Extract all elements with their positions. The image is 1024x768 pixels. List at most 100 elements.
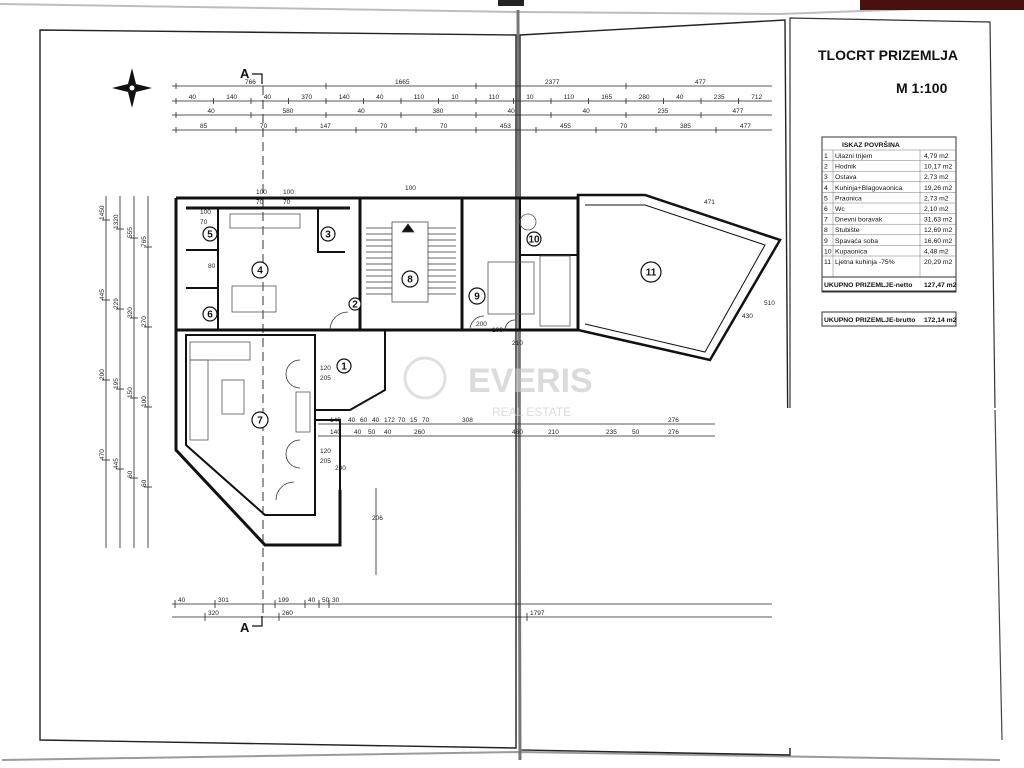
dimension-label: 210: [512, 340, 523, 347]
dimension-label: 100: [405, 185, 416, 192]
area-row-name: Kuhinja+Blagovaonica: [835, 185, 903, 192]
dimension-label: 445: [99, 289, 106, 300]
area-row-name: Praonica: [835, 195, 862, 202]
dimension-label: 765: [141, 236, 148, 247]
dimension-label: 712: [751, 94, 762, 101]
dimension-label: 70: [620, 123, 628, 130]
watermark-brand: EVERIS: [468, 362, 593, 400]
north-arrow-icon: [112, 68, 152, 108]
dimension-label: 50: [632, 429, 640, 436]
dimension-label: 308: [462, 417, 473, 424]
room-number: 8: [407, 275, 413, 286]
dimension-label: 205: [320, 458, 331, 465]
plan-title: TLOCRT PRIZEMLJA: [818, 47, 958, 63]
section-marker-top: A: [240, 66, 263, 84]
room-marker-circle: [202, 226, 218, 242]
dimension-label: 280: [639, 94, 650, 101]
dimension-label: 40: [358, 108, 366, 115]
dimension-label: 477: [740, 123, 751, 130]
area-row-value: 2,73 m2: [924, 174, 949, 181]
title-block-edge: [994, 409, 1003, 741]
netto-value: 127,47 m2: [924, 282, 957, 289]
dimension-label: 40: [348, 417, 356, 424]
area-row-value: 10,17 m2: [924, 164, 953, 171]
area-row-name: Spavaća soba: [835, 238, 878, 245]
dimension-label: 195: [113, 378, 120, 389]
page-fold: [516, 9, 522, 761]
dimension-label: 2377: [545, 79, 560, 86]
room-marker-circle: [468, 287, 486, 305]
dimension-label: 555: [127, 227, 134, 238]
area-row-no: 11: [824, 259, 831, 266]
room-number: 2: [352, 300, 358, 311]
dimension-label: 235: [658, 108, 669, 115]
dimension-label: 385: [680, 123, 691, 130]
dimension-label: 380: [433, 108, 444, 115]
dimension-label: 200: [99, 369, 106, 380]
stair-well: [391, 221, 429, 303]
building-walls: [174, 193, 782, 547]
area-row-no: 8: [824, 227, 828, 234]
dimension-label: 766: [245, 79, 256, 86]
dimension-label: 40: [384, 429, 392, 436]
room-number: 10: [528, 235, 540, 246]
dimension-label: 40: [372, 417, 380, 424]
dimension-label: 40: [308, 597, 316, 604]
dimension-label: 480: [512, 429, 523, 436]
dimension-label: 70: [440, 123, 448, 130]
fold-top-mark: [498, 0, 524, 6]
room-marker-circle: [401, 270, 419, 288]
room-number: 1: [341, 362, 347, 373]
dimension-label: 10: [526, 94, 534, 101]
doors: [275, 311, 516, 501]
dimension-label: 40: [376, 94, 384, 101]
room-number: 9: [474, 292, 480, 303]
area-row-no: 4: [824, 185, 828, 192]
dimension-label: 200: [476, 321, 487, 328]
dimension-label: 110: [414, 94, 425, 101]
area-row-name: Ostava: [835, 174, 857, 181]
dimension-label: 70: [422, 417, 430, 424]
dimension-label: 320: [127, 307, 134, 318]
dimension-label: 430: [742, 313, 753, 320]
dimension-label: 580: [283, 108, 294, 115]
dimension-label: 40: [583, 108, 591, 115]
dimension-label: 100: [256, 189, 267, 196]
dimension-label: 301: [218, 597, 229, 604]
netto-label: UKUPNO PRIZEMLJE-netto: [824, 282, 912, 289]
room-marker-circle: [526, 231, 542, 247]
dimension-label: 210: [548, 429, 559, 436]
title-block: [789, 17, 996, 411]
area-row-no: 5: [824, 195, 828, 202]
dimension-label: 70: [200, 219, 208, 226]
dimension-label: 510: [764, 300, 775, 307]
watermark: EVERIS REAL ESTATE: [403, 356, 593, 419]
whiteout-area: [770, 408, 1004, 748]
dimension-label: 100: [141, 396, 148, 407]
dark-corner: [860, 0, 1024, 10]
dimension-label: 455: [560, 123, 571, 130]
dimension-label: 120: [320, 365, 331, 372]
room-number: 6: [207, 310, 213, 321]
room-marker-circle: [320, 226, 336, 242]
room-number: 5: [207, 230, 213, 241]
area-row-no: 9: [824, 238, 828, 245]
area-row-value: 12,69 m2: [924, 227, 953, 234]
dimension-label: 140: [330, 429, 341, 436]
dimension-label: 172: [384, 417, 395, 424]
area-row-name: Kupaonica: [835, 248, 867, 255]
dimension-label: 453: [500, 123, 511, 130]
svg-text:A: A: [240, 620, 250, 635]
dimension-label: 70: [256, 199, 264, 206]
dimension-label: 70: [398, 417, 406, 424]
dimension-label: 110: [564, 94, 575, 101]
section-marker-bottom: A: [240, 616, 263, 635]
dimension-label: 477: [733, 108, 744, 115]
dimension-label: 470: [99, 449, 106, 460]
staircase: [366, 221, 456, 303]
plan-scale: M 1:100: [896, 80, 948, 96]
dimension-lines-left: 1450132055576544522932027020019515010047…: [99, 196, 152, 548]
dimension-label: 229: [113, 298, 120, 309]
